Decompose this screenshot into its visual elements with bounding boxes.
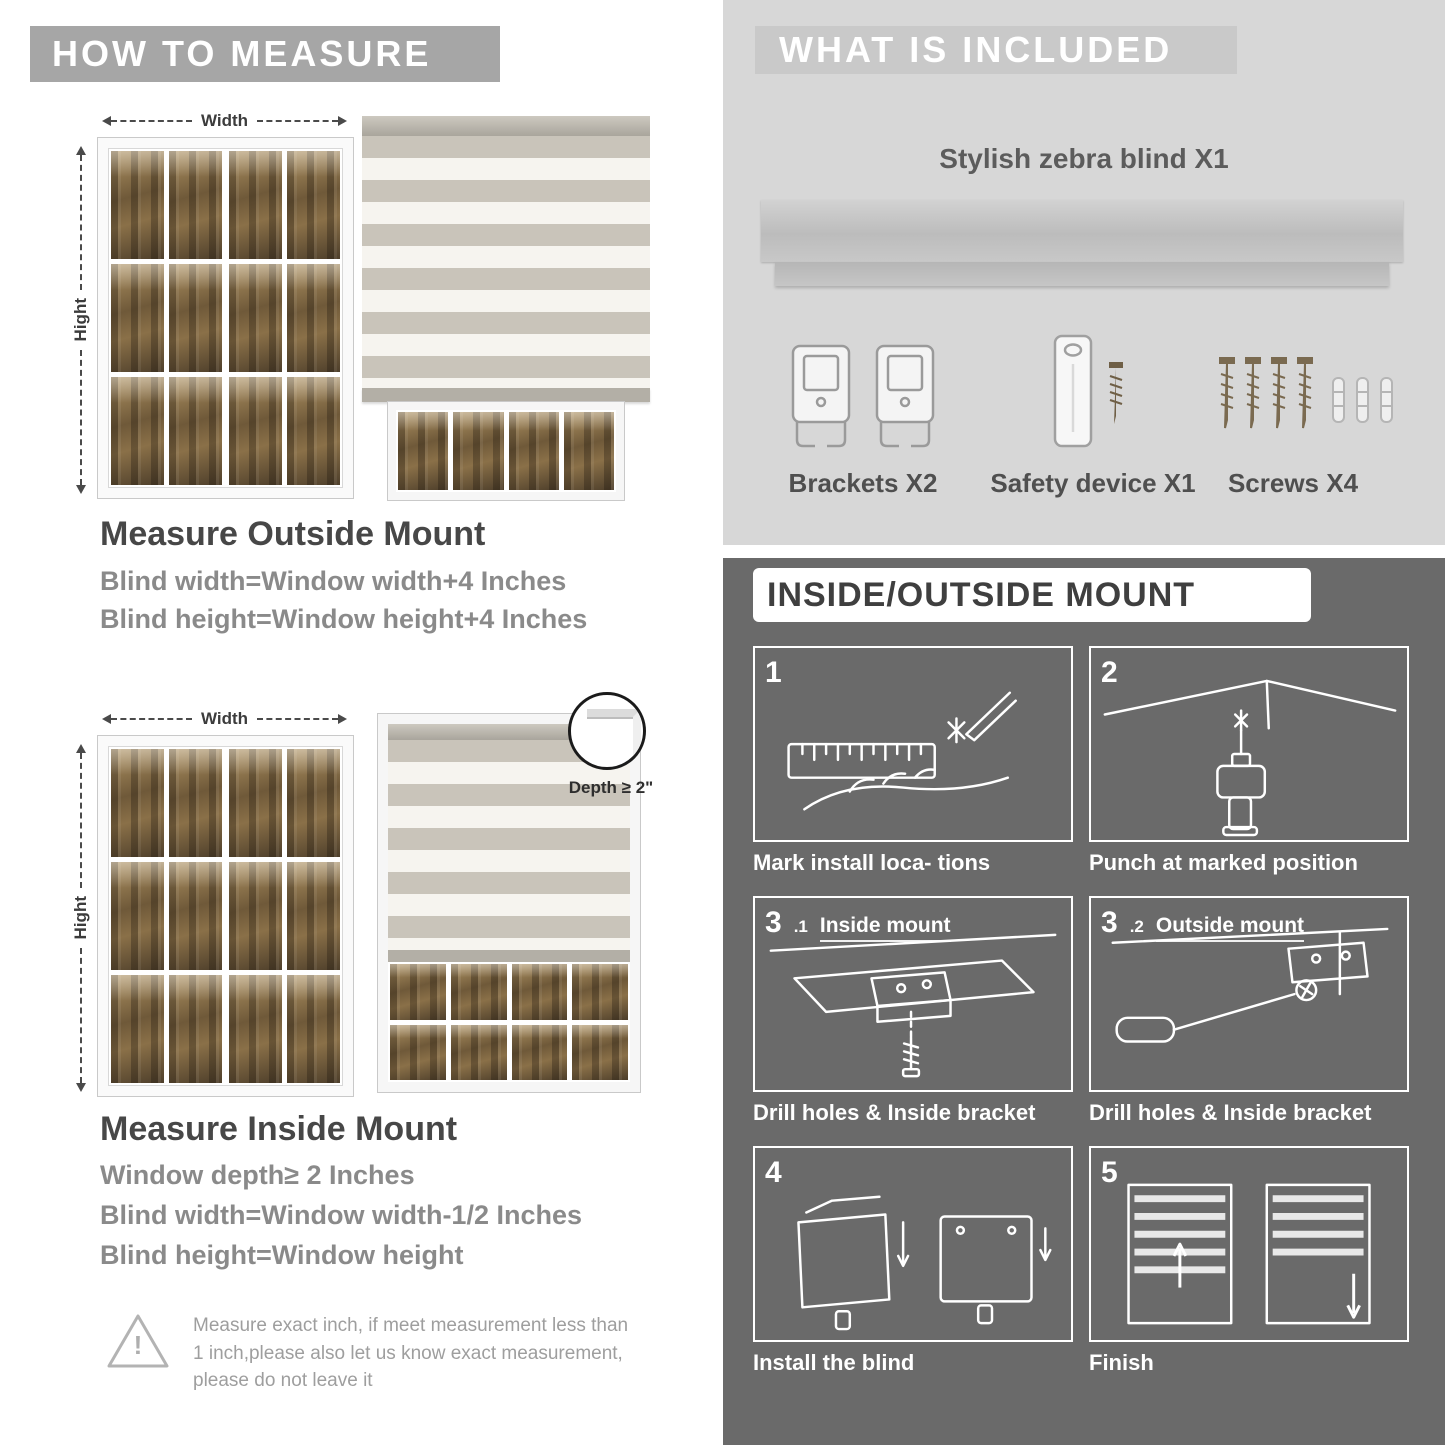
step-number: 3 [1101,906,1118,939]
depth-callout-label: Depth ≥ 2" [568,778,654,797]
window-illustration [98,138,353,498]
mount-header: INSIDE/OUTSIDE MOUNT [753,568,1311,622]
inside-mount-rule-2: Blind width=Window width-1/2 Inches [100,1200,583,1230]
inside-mount-title: Measure Inside Mount [100,1110,458,1148]
step-caption-1: Mark install loca- tions [753,850,991,875]
window-below-blind [388,402,624,500]
screws-label: Screws X4 [1227,468,1359,498]
window-illustration [98,736,353,1096]
height-arrow: Hight [71,146,90,494]
inside-mount-rule-1: Window depth≥ 2 Inches [100,1160,415,1190]
blind-headrail [362,116,650,136]
step-number: 1 [765,656,782,689]
step-panel-1: 1 [753,646,1073,842]
step-panel-3-1: 3.1 Inside mount [753,896,1073,1092]
zebra-blind-headrail-lip [775,262,1389,286]
step-caption-3-2: Drill holes & Inside bracket [1089,1100,1372,1125]
warning-text: Measure exact inch, if meet measurement … [193,1315,629,1392]
blind-bottomrail [388,950,630,962]
step-number: 3 [765,906,782,939]
window-sash [390,964,507,1080]
warning-exclamation: ! [133,1330,143,1360]
anchor-icon [1332,377,1393,423]
safety-device-icon [1045,332,1145,452]
step-panel-5: 5 [1089,1146,1409,1342]
inside-bracket-illustration [769,933,1057,1078]
install-blind-illustration [797,1195,1052,1331]
window-sash [111,151,222,485]
inside-mount-rule-3: Blind height=Window height [100,1240,464,1270]
brackets-icon [785,338,945,456]
outside-mount-title: Measure Outside Mount [100,515,486,553]
zebra-stripes [388,740,630,950]
outside-mount-rule-2: Blind height=Window height+4 Inches [100,604,588,634]
height-label: Hight [71,298,90,342]
step-caption-4: Install the blind [753,1350,915,1375]
mark-location-illustration [787,691,1017,811]
brackets-label: Brackets X2 [788,468,938,498]
window-sash [229,151,340,485]
width-label: Width [200,111,249,130]
what-is-included-section: WHAT IS INCLUDED Stylish zebra blind X1 [723,0,1445,545]
screws-icon [1215,352,1405,448]
inside-mount-blind-figure [378,714,640,1092]
blind-bottomrail [362,388,650,402]
outside-mount-window-figure: Width Hight [70,102,355,500]
depth-magnifier-icon [568,692,646,770]
step-caption-2: Punch at marked position [1089,850,1358,875]
how-to-measure-header: HOW TO MEASURE [30,26,500,82]
finish-blinds-illustration [1127,1183,1371,1325]
outside-bracket-illustration [1111,927,1389,1043]
zebra-blind-headrail-illustration [761,200,1403,262]
warning-triangle-icon: ! [105,1312,171,1372]
width-label: Width [200,709,249,728]
step-inner-label: Outside mount [1155,914,1305,942]
step-inner-label: Inside mount [819,914,951,942]
step-caption-5: Finish [1089,1350,1154,1375]
zebra-stripes [362,136,650,388]
height-label: Hight [71,896,90,940]
width-arrow: Width [102,111,347,130]
inside-mount-window-figure: Width Hight [70,700,355,1098]
step-number: 2 [1101,656,1118,689]
drill-illustration [1103,679,1397,837]
step-panel-4: 4 [753,1146,1073,1342]
step-panel-3-2: 3.2 Outside mount [1089,896,1409,1092]
window-sash [111,749,222,1083]
safety-device-label: Safety device X1 [990,468,1196,498]
window-sash [511,964,628,1080]
step-panel-2: 2 [1089,646,1409,842]
step-number: 5 [1101,1156,1118,1189]
step-number: 4 [765,1156,782,1189]
mount-instructions-section: INSIDE/OUTSIDE MOUNT 1 [723,558,1445,1445]
what-is-included-header: WHAT IS INCLUDED [755,26,1237,74]
window-sash [229,749,340,1083]
step-caption-3-1: Drill holes & Inside bracket [753,1100,1036,1125]
outside-mount-rule-1: Blind width=Window width+4 Inches [100,566,567,596]
height-arrow: Hight [71,744,90,1092]
width-arrow: Width [102,709,347,728]
outside-mount-blind-figure [362,116,650,500]
product-label: Stylish zebra blind X1 [939,143,1229,174]
measure-warning: ! Measure exact inch, if meet measuremen… [105,1312,638,1395]
